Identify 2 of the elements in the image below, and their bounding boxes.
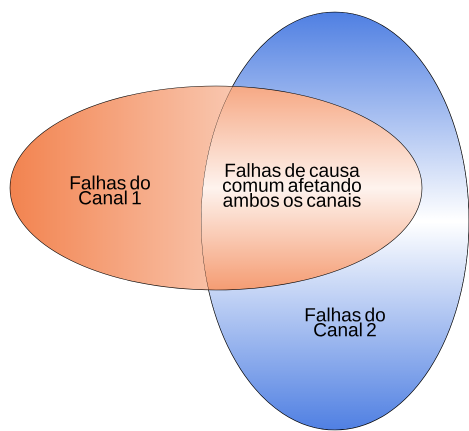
overlap-label: Falhas de causa comum afetando ambos os canais xyxy=(223,163,361,207)
node-label: Falhas do Canal 1 xyxy=(70,176,150,204)
